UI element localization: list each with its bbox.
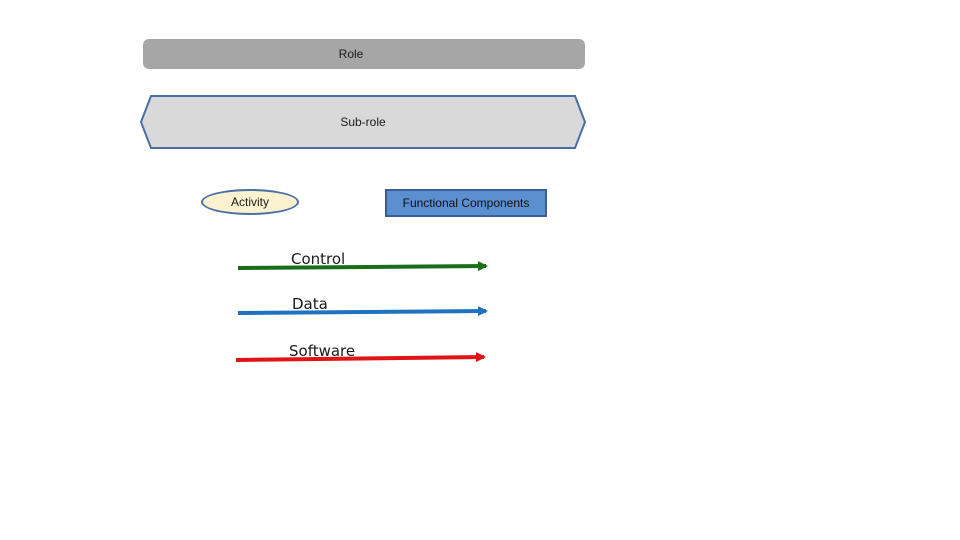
functional-components-label: Functional Components [402, 196, 530, 210]
activity-label: Activity [230, 195, 269, 209]
subrole-label: Sub-role [340, 115, 386, 129]
legend-label-control: Control [291, 250, 346, 268]
activity-ellipse: Activity [201, 189, 299, 215]
legend-label-software: Software [289, 342, 356, 360]
software-arrow [235, 352, 486, 363]
control-arrow [237, 261, 488, 272]
role-label: Role [338, 47, 364, 61]
functional-components-box: Functional Components [385, 189, 547, 217]
subrole-hexagon [139, 95, 587, 149]
role-bar: Role [143, 39, 585, 69]
subrole-shape: Sub-role [139, 94, 587, 150]
legend-label-data: Data [292, 295, 328, 313]
subrole-label-container: Sub-role [139, 94, 587, 150]
data-arrow [237, 306, 488, 317]
